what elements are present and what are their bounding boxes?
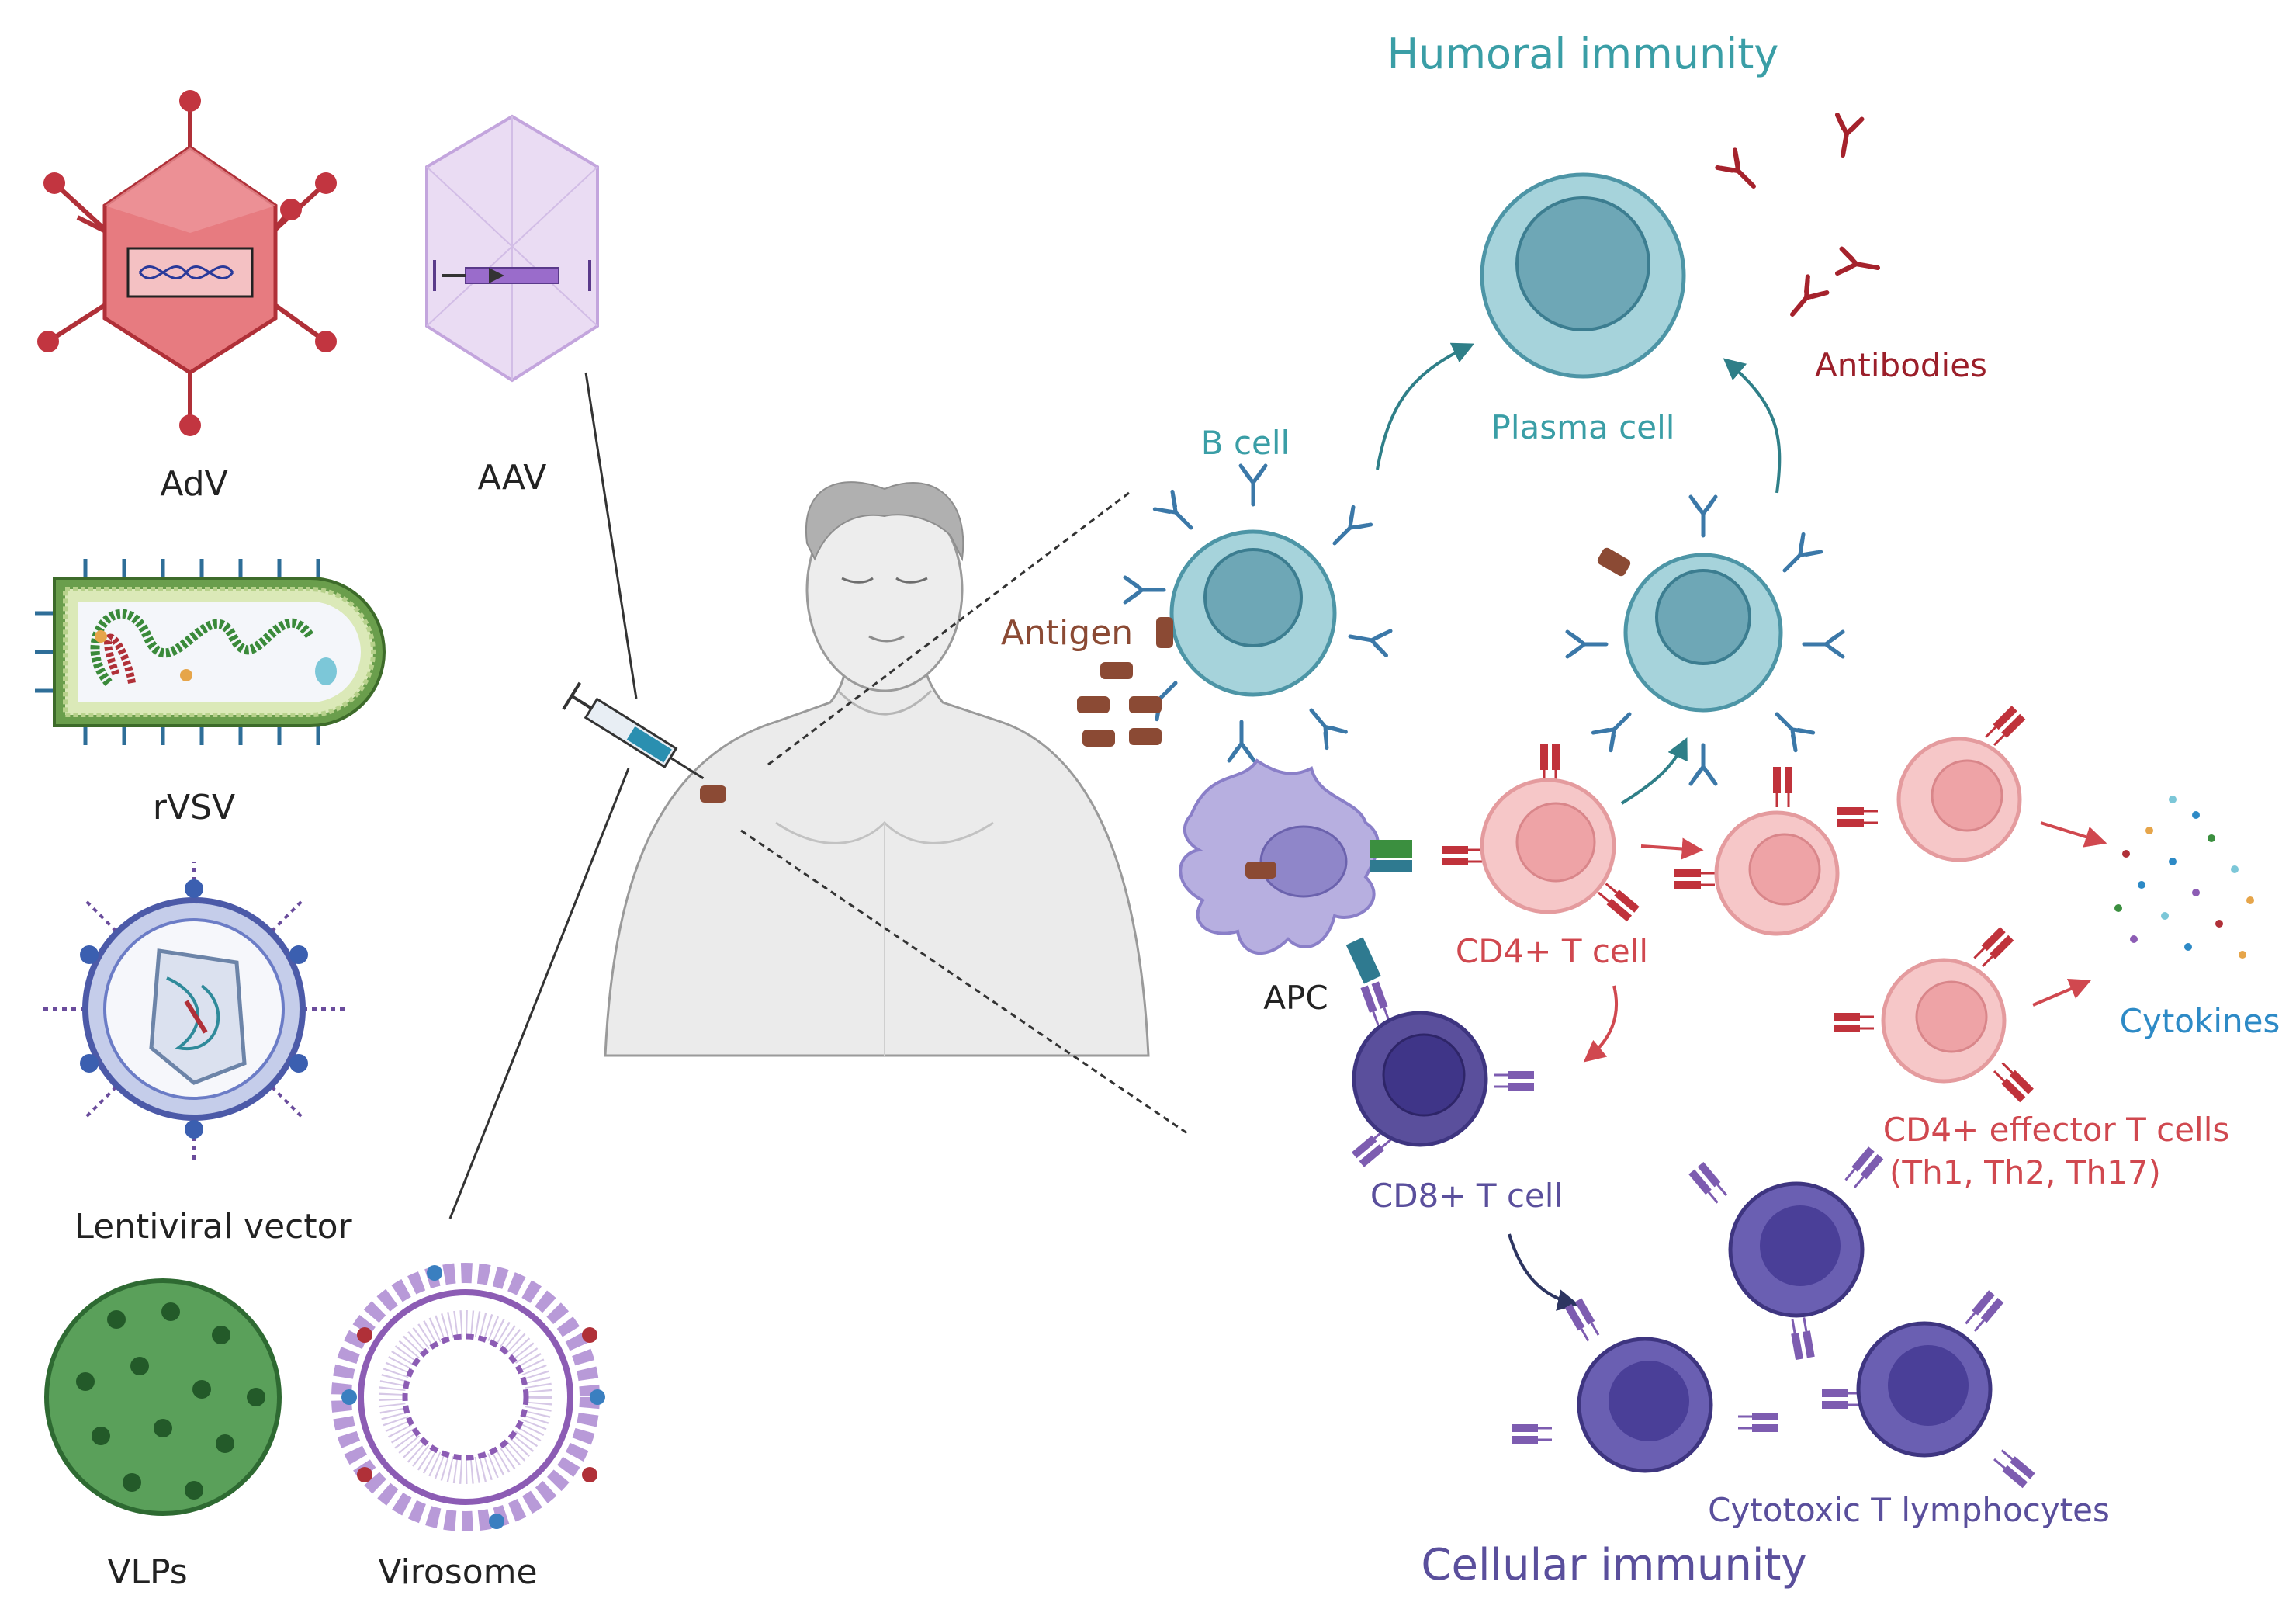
lentiviral-illustration (39, 862, 349, 1164)
vlps-illustration (44, 1278, 282, 1516)
adv-illustration (37, 90, 337, 436)
arrow-effector2-to-cytokines (2032, 978, 2092, 1007)
cd4-effector-label-line2: (Th1, Th2, Th17) (1889, 1153, 2161, 1191)
cd8-t-cell-label: CD8+ T cell (1370, 1177, 1563, 1215)
antigen-label: Antigen (1001, 613, 1133, 653)
plasma-cell-label: Plasma cell (1491, 408, 1675, 446)
antigen-particles (1077, 617, 1173, 747)
arrow-cd8-to-ctl (1508, 1233, 1580, 1311)
cd8-t-cell (1350, 980, 1536, 1169)
cd4-t-cell-label: CD4+ T cell (1456, 932, 1648, 970)
adv-label: AdV (160, 464, 227, 504)
arrow-bcell-to-plasma (1376, 342, 1475, 470)
aav-label: AAV (478, 458, 547, 498)
cytotoxic-t-lymphocytes (1510, 1145, 2037, 1489)
cd4-effector-label-line1: CD4+ effector T cells (1883, 1111, 2230, 1149)
connector-lines (448, 372, 1188, 1219)
plasma-cell (1480, 172, 1686, 379)
lentiviral-label: Lentiviral vector (74, 1207, 352, 1247)
vlps-label: VLPs (107, 1552, 187, 1592)
cellular-immunity-title: Cellular immunity (1421, 1540, 1806, 1590)
virosome-illustration (331, 1263, 605, 1531)
arrow-cd4-to-effector (1640, 837, 1704, 860)
b-cell-label: B cell (1201, 424, 1290, 462)
antibody-icons (1717, 115, 1879, 322)
cytokine-dots (2114, 796, 2254, 959)
arrow-cd4-to-cd8 (1583, 985, 1619, 1063)
virosome-label: Virosome (378, 1552, 537, 1592)
cd4-effector-t-cells (1673, 704, 2035, 1104)
apc-label: APC (1263, 979, 1328, 1017)
apc-cell (1179, 758, 1412, 984)
arrow-cd4-to-bcell (1620, 737, 1688, 805)
rvsv-illustration (35, 559, 386, 745)
arrow-effector-to-cytokines (2040, 821, 2107, 848)
antibodies-label: Antibodies (1815, 346, 1987, 384)
aav-illustration (425, 114, 599, 383)
b-cell (1125, 466, 1390, 761)
cytokines-label: Cytokines (2120, 1002, 2280, 1040)
human-figure (604, 481, 1150, 1057)
humoral-immunity-title: Humoral immunity (1387, 29, 1779, 78)
arrow-activated-b-to-plasma (1723, 358, 1782, 494)
activated-b-cell (1567, 497, 1843, 784)
syringe-icon (562, 681, 705, 779)
ctl-label: Cytotoxic T lymphocytes (1708, 1491, 2110, 1529)
cd4-t-cell (1440, 742, 1641, 923)
rvsv-label: rVSV (153, 788, 235, 827)
